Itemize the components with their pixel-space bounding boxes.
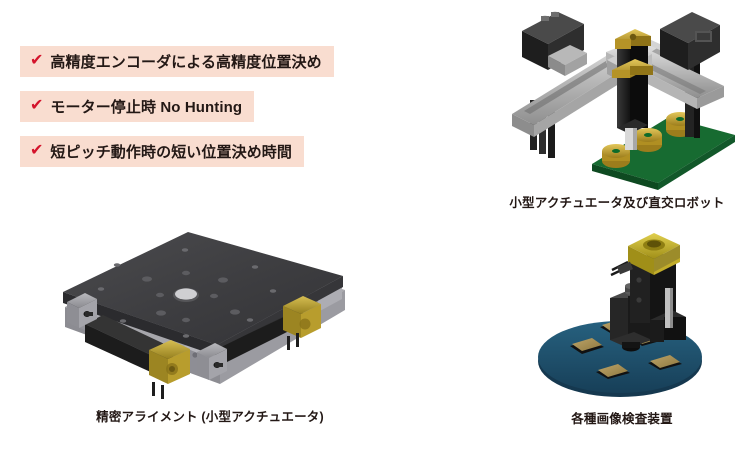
figure-caption: 精密アライメント (小型アクチュエータ) [96, 410, 324, 424]
motor-cables [610, 260, 633, 277]
z-axis-shaft [625, 128, 637, 150]
actuator-front-left [67, 293, 190, 399]
feature-list: ✔ 高精度エンコーダによる高精度位置決め ✔ モーター停止時 No Huntin… [20, 46, 420, 181]
check-icon: ✔ [30, 51, 44, 69]
alignment-stage-illustration [63, 232, 345, 399]
motor-left [522, 11, 587, 76]
stepper-motor [628, 233, 680, 275]
feature-item: ✔ 高精度エンコーダによる高精度位置決め [20, 46, 334, 77]
figure-vision-inspection: 各種画像検査装置 [500, 228, 742, 427]
z-axis-motor-head [615, 29, 651, 49]
figure-caption: 小型アクチュエータ及び直交ロボット [509, 196, 725, 210]
z-axis-column [617, 37, 648, 134]
feature-item: ✔ 短ピッチ動作時の短い位置決め時間 [20, 136, 305, 167]
feature-item: ✔ モーター停止時 No Hunting [20, 91, 255, 122]
cartesian-robot-illustration [512, 11, 735, 190]
feature-label: 短ピッチ動作時の短い位置決め時間 [50, 144, 293, 161]
figure-caption: 各種画像検査装置 [571, 412, 673, 426]
z-axis-bracket [612, 59, 653, 78]
feature-label: モーター停止時 No Hunting [50, 99, 243, 116]
feature-label: 高精度エンコーダによる高精度位置決め [50, 54, 322, 71]
figure-cartesian-robot: 小型アクチュエータ及び直交ロボット [492, 4, 742, 211]
actuator-front-right [197, 296, 321, 380]
check-icon: ✔ [30, 141, 44, 159]
vision-inspection-illustration [538, 233, 702, 397]
motor-right [660, 12, 720, 70]
figure-alignment-stage: 精密アライメント (小型アクチュエータ) [30, 232, 390, 425]
check-icon: ✔ [30, 96, 44, 114]
